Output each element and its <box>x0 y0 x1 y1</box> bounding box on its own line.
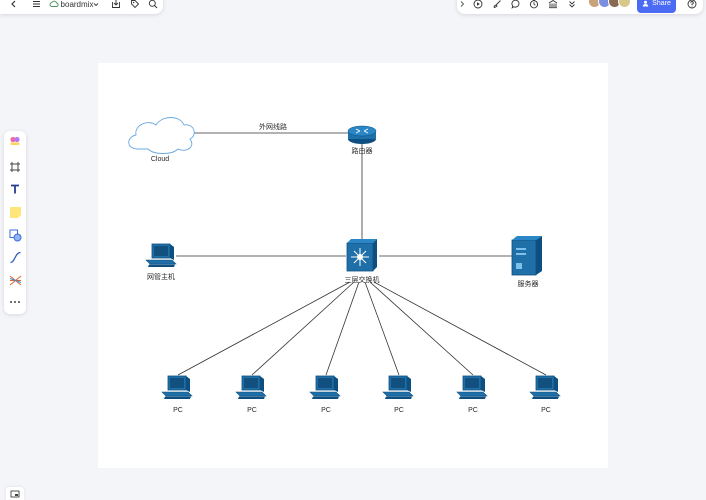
brush-icon[interactable] <box>490 0 504 14</box>
collapse-icon[interactable] <box>457 0 467 14</box>
library-icon[interactable] <box>546 0 560 14</box>
core-switch-label: 三层交换机 <box>345 275 380 284</box>
avatar[interactable] <box>618 0 631 8</box>
top-right-toolbar: Share <box>457 0 703 14</box>
connector-icon[interactable] <box>7 249 23 265</box>
help-icon[interactable] <box>685 0 699 14</box>
computer-icon <box>161 375 193 400</box>
cloud-node[interactable] <box>128 117 195 154</box>
top-left-toolbar: boardmix <box>0 0 163 14</box>
router-label: 路由器 <box>352 146 373 155</box>
cloud-label: Cloud <box>151 156 169 163</box>
pc-link[interactable] <box>177 281 351 376</box>
computer-icon <box>235 375 267 400</box>
switch-icon <box>346 239 377 272</box>
pc-link[interactable] <box>373 281 547 376</box>
user-icon <box>642 0 649 7</box>
minimap-toggle[interactable] <box>6 487 24 500</box>
share-label: Share <box>652 0 671 7</box>
core-switch-node[interactable] <box>346 239 377 272</box>
sticky-note-icon[interactable] <box>7 204 23 220</box>
network-diagram: 外网线路 Cloud 路由器 三层交换机 <box>128 117 561 414</box>
pc-node[interactable] <box>529 375 561 400</box>
timer-icon[interactable] <box>527 0 541 14</box>
search-icon[interactable] <box>146 0 160 14</box>
left-tool-panel <box>4 131 26 314</box>
server-label: 服务器 <box>518 279 539 288</box>
computer-icon <box>382 375 414 400</box>
play-icon[interactable] <box>471 0 485 14</box>
computer-icon <box>529 375 561 400</box>
minimap-icon <box>10 490 20 497</box>
brand-name[interactable]: boardmix <box>60 0 94 9</box>
admin-host-node[interactable] <box>145 243 177 268</box>
router-icon <box>347 125 377 144</box>
color-palette-icon[interactable] <box>7 133 23 149</box>
pc-label: PC <box>394 407 404 414</box>
back-icon[interactable] <box>7 0 21 14</box>
pc-link[interactable] <box>364 281 400 376</box>
computer-icon <box>456 375 488 400</box>
pc-node[interactable] <box>456 375 488 400</box>
pc-label: PC <box>173 407 183 414</box>
text-icon[interactable] <box>7 181 23 197</box>
pc-label: PC <box>541 407 551 414</box>
expand-more-icon[interactable] <box>565 0 579 14</box>
frame-icon[interactable] <box>7 159 23 175</box>
chevron-down-icon[interactable] <box>92 0 100 14</box>
pc-node[interactable] <box>382 375 414 400</box>
admin-host-label: 网管主机 <box>147 272 175 281</box>
pc-node[interactable] <box>235 375 267 400</box>
more-icon[interactable] <box>7 294 23 310</box>
mindmap-icon[interactable] <box>7 272 23 288</box>
server-node[interactable] <box>511 236 542 276</box>
computer-icon <box>309 375 341 400</box>
pc-label: PC <box>321 407 331 414</box>
cloud-sync-icon <box>48 0 60 14</box>
pc-label: PC <box>468 407 478 414</box>
external-line-label: 外网线路 <box>259 122 287 131</box>
pc-node[interactable] <box>309 375 341 400</box>
download-icon[interactable] <box>109 0 123 14</box>
share-button[interactable]: Share <box>637 0 676 13</box>
computer-icon <box>145 243 177 268</box>
router-node[interactable] <box>347 125 377 144</box>
pc-link[interactable] <box>325 281 360 376</box>
menu-icon[interactable] <box>29 0 43 14</box>
shape-icon[interactable] <box>7 227 23 243</box>
pc-node[interactable] <box>161 375 193 400</box>
connections <box>176 132 547 376</box>
comment-icon[interactable] <box>509 0 523 14</box>
pc-label: PC <box>247 407 257 414</box>
pc-link[interactable] <box>369 281 474 376</box>
canvas[interactable]: 外网线路 Cloud 路由器 三层交换机 <box>98 63 608 468</box>
pc-link[interactable] <box>251 281 355 376</box>
cloud-icon <box>128 117 195 154</box>
server-icon <box>511 236 542 276</box>
tag-icon[interactable] <box>128 0 142 14</box>
